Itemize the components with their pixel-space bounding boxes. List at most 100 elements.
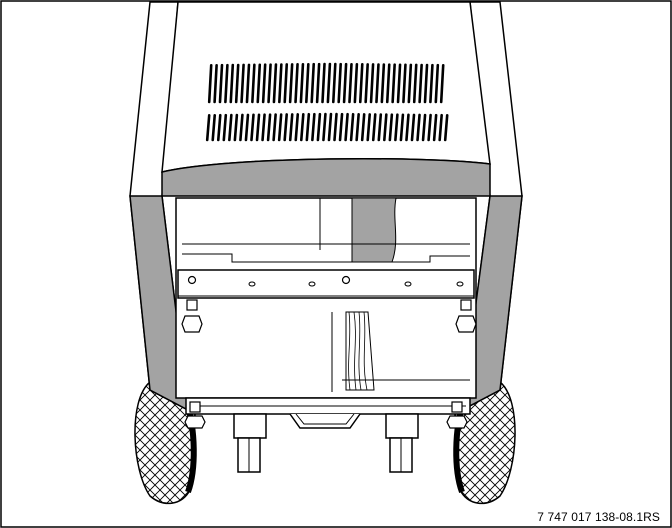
vent-slot [380,63,386,104]
vent-slot [294,113,300,142]
vent-slot [391,63,396,104]
bottom-frame [185,397,471,429]
vent-slot [385,63,391,104]
vent-slot [266,113,272,142]
vent-slot [228,113,233,142]
vent-slot [218,63,224,104]
vent-slot [353,63,359,104]
vent-slot [288,63,294,104]
vent-slot [305,62,310,104]
internal-pipe [351,197,397,263]
vent-slot [310,62,316,104]
vent-slot [377,113,383,142]
vent-slot [429,63,434,104]
vent-slot [338,112,344,142]
left-leg [233,413,267,473]
vent-slot [360,113,366,142]
bracket-bolt-left [181,299,203,333]
vent-slot [261,63,267,104]
vent-slot [305,112,311,142]
vent-slot [412,63,418,104]
vent-slot [251,63,256,104]
vent-slot [438,113,443,142]
vent-slot [277,113,283,142]
internal-rail-lower [182,253,470,263]
figure-reference-code: 7 747 017 138-08.1RS [537,510,660,524]
vent-slot [418,63,423,104]
vent-slot [423,63,429,104]
vent-slot [261,113,266,142]
vent-slot [342,62,348,104]
vent-slot [244,113,250,142]
vent-slot [299,63,305,104]
vent-slot [371,113,377,142]
vent-slot [229,63,235,104]
vent-slot [383,113,388,142]
vent-slot [216,113,222,142]
vent-slot [333,112,338,142]
vent-slots [205,62,449,142]
vent-slot [224,63,229,104]
vent-slot [240,63,245,104]
vent-slot [421,113,427,142]
vent-slot [369,63,375,104]
vent-slot [250,113,255,142]
mounting-bracket [177,269,475,299]
vent-slot [272,113,277,142]
vent-slot [211,113,217,142]
vent-slot [410,113,416,142]
vent-slot [331,62,337,104]
vent-slot [364,63,369,104]
vent-slot [432,113,438,142]
vent-slot [388,113,394,142]
vent-slot [434,63,440,104]
vent-slot [349,112,355,142]
bottom-bolt-left [184,401,206,429]
vent-slot [443,113,449,142]
vent-slot [288,113,294,142]
vent-slot [239,113,244,142]
vent-slot [355,113,360,142]
vent-slot [267,63,272,104]
vent-slot [283,63,289,104]
vent-slot [416,113,421,142]
vent-slot [399,113,405,142]
vent-slot [366,113,372,142]
vent-slot [205,114,211,142]
bracket-bolt-right [455,299,477,333]
vent-slot [207,64,213,104]
vent-slot [327,112,333,142]
vent-slot [427,113,432,142]
cable-bundle [331,311,470,392]
right-leg [385,413,419,473]
vent-slot [213,63,218,104]
vent-slot [272,63,278,104]
vent-slot [322,112,327,142]
vent-slot [337,62,342,104]
vent-slot [326,62,332,104]
vent-slot [316,112,322,142]
vent-slot [245,63,251,104]
vent-slot [394,113,399,142]
bottom-bolt-right [446,401,468,429]
vent-slot [294,63,299,104]
vent-slot [358,63,364,104]
vent-slot [311,112,316,142]
vent-slot [348,62,353,104]
vent-slot [375,63,380,104]
vent-slot [315,62,321,104]
vent-slot [255,113,261,142]
vent-slot [234,63,240,104]
top-cover-front-band [161,157,491,197]
vent-slot [299,113,305,142]
vent-slot [283,113,288,142]
vent-slot [407,63,413,104]
vent-slot [222,113,228,142]
vent-slot [402,63,407,104]
vent-slot [321,62,326,104]
vent-slot [233,113,239,142]
vent-slot [278,63,283,104]
vent-slot [256,63,262,104]
